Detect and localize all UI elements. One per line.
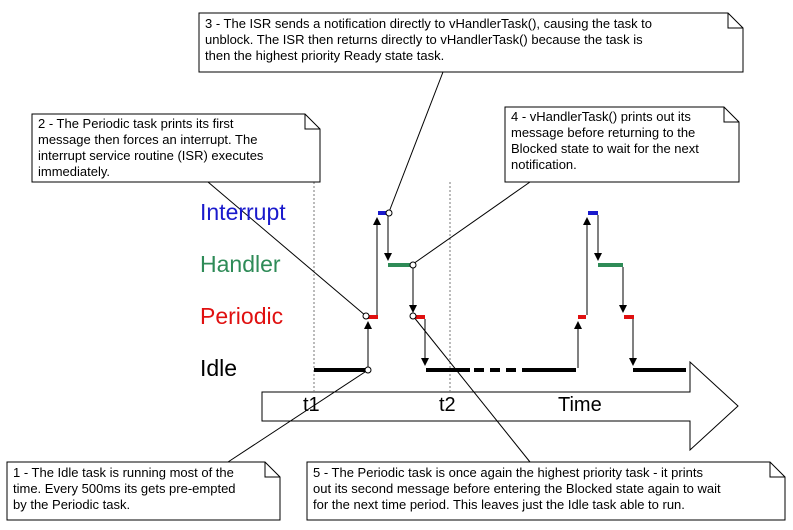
note-3-text: 3 - The ISR sends a notification directl… bbox=[205, 16, 653, 63]
callout-point-4 bbox=[409, 261, 417, 269]
callout-point-2 bbox=[362, 312, 370, 320]
callout-point-5 bbox=[409, 312, 417, 320]
note-box-1 bbox=[6, 461, 281, 521]
leader-note-3 bbox=[388, 71, 444, 213]
note-box-4 bbox=[504, 106, 740, 183]
note-box-2 bbox=[31, 113, 321, 183]
note-box-3 bbox=[198, 12, 744, 73]
note-1-text: 1 - The Idle task is running most of the… bbox=[13, 465, 236, 512]
leader-note-5 bbox=[412, 315, 531, 463]
time-axis-arrow bbox=[261, 360, 739, 452]
note-5-text: 5 - The Periodic task is once again the … bbox=[313, 465, 721, 512]
axis-label-time: Time bbox=[558, 394, 602, 416]
callout-point-3 bbox=[385, 209, 393, 217]
note-4-text: 4 - vHandlerTask() prints out its messag… bbox=[511, 109, 699, 172]
note-box-5 bbox=[306, 461, 786, 521]
task-label-idle: Idle bbox=[200, 355, 238, 381]
axis-label-t1: t1 bbox=[303, 394, 320, 416]
axis-label-t2: t2 bbox=[439, 394, 456, 416]
task-label-interrupt: Interrupt bbox=[200, 199, 286, 225]
leader-note-1 bbox=[227, 369, 369, 463]
task-label-periodic: Periodic bbox=[200, 303, 284, 329]
leader-note-4 bbox=[412, 181, 531, 265]
callout-point-1 bbox=[364, 366, 372, 374]
task-label-handler: Handler bbox=[200, 251, 281, 277]
leader-note-2 bbox=[207, 181, 367, 317]
note-2-text: 2 - The Periodic task prints its first m… bbox=[38, 116, 264, 179]
